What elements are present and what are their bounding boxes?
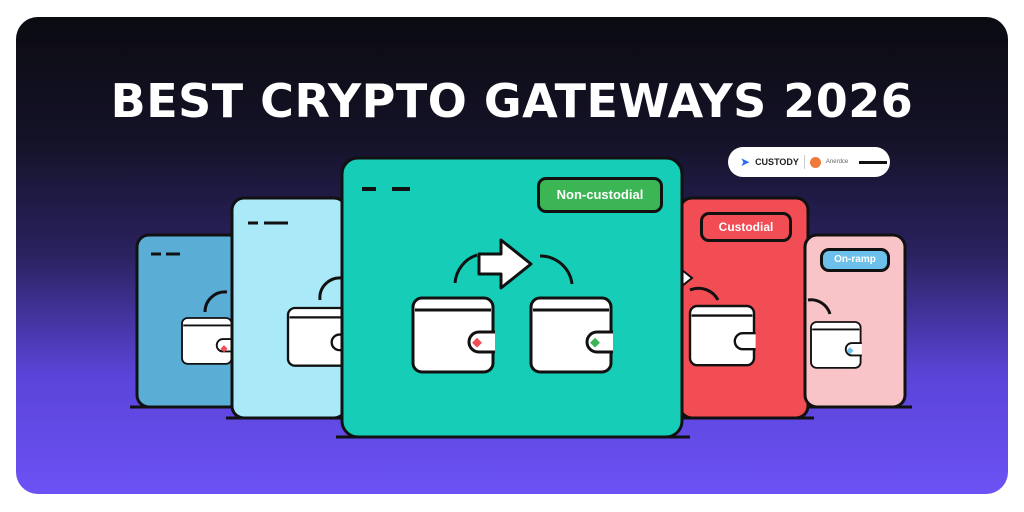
custody-logo-text: CUSTODY	[755, 157, 799, 167]
custody-logo-icon: ➤	[740, 155, 751, 169]
diamond-icon	[846, 347, 854, 355]
card-5	[803, 233, 907, 409]
partner-logo-icon	[809, 156, 821, 168]
partner-logo-text: Anerdce	[825, 159, 849, 165]
diamond-icon	[220, 345, 228, 353]
page-title: BEST CRYPTO GATEWAYS 2026	[110, 74, 914, 128]
brand-logos-bar: ➤ CUSTODY Anerdce	[728, 147, 890, 177]
partner-logo-bar	[859, 160, 888, 164]
arrow-right-icon	[477, 238, 533, 290]
card-main	[340, 156, 684, 439]
badge-custodial: Custodial	[700, 212, 792, 242]
card-1	[135, 233, 243, 409]
badge-non-custodial: Non-custodial	[537, 177, 663, 213]
badge-on-ramp: On-ramp	[820, 248, 890, 272]
wallet-icon	[411, 296, 497, 374]
wallet-icon	[529, 296, 615, 374]
card-2	[230, 196, 354, 420]
divider	[803, 155, 805, 169]
